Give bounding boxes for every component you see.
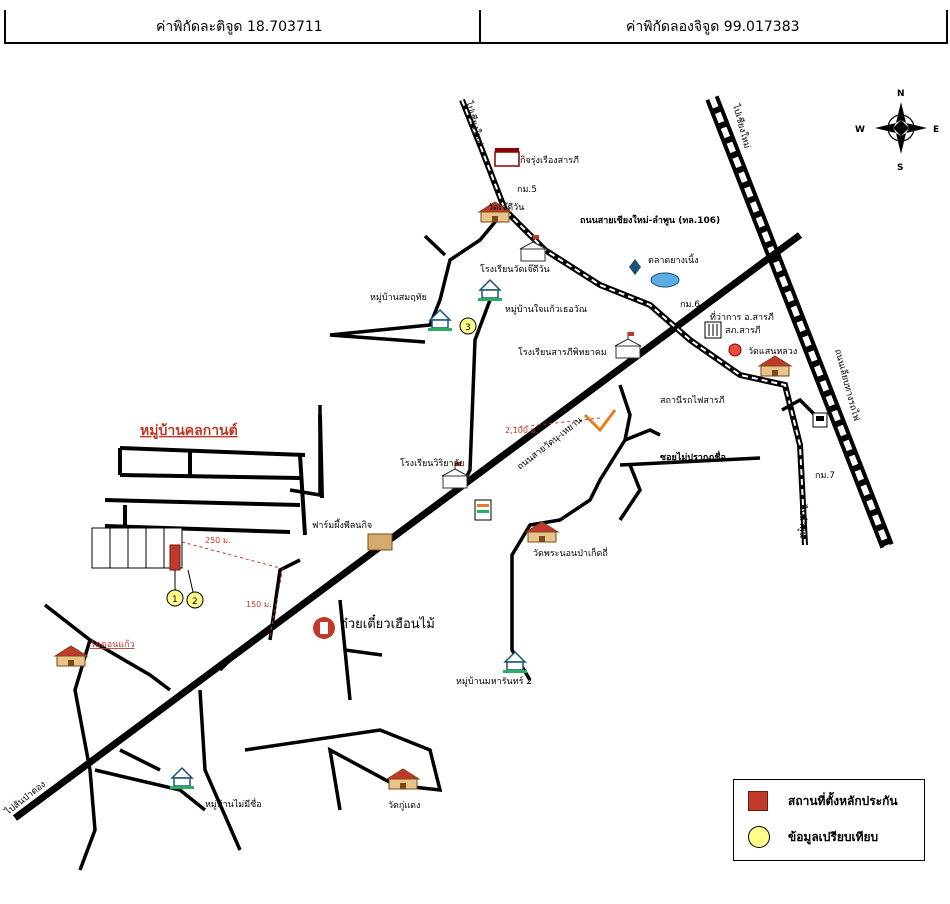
comparison-marker-1: 1 [166, 570, 184, 607]
label-wat-saen: วัดแสนหลวง [748, 347, 797, 357]
house-icon [169, 767, 195, 790]
farm-icon [367, 533, 393, 551]
orange-arrow-icon [583, 409, 617, 433]
label-village-somkid: หมู่บ้านสมฤทัย [370, 292, 427, 303]
label-school-wiri: โรงเรียนวิริยาลัย [400, 458, 464, 469]
label-police: สภ.สารภี [725, 325, 761, 336]
label-soi: ซอยไม่ปรากฏชื่อ [660, 450, 726, 463]
header-divider [479, 10, 481, 42]
label-road-106: ถนนสายเชียงใหม่-ลำพูน (ทล.106) [580, 214, 720, 226]
railway [705, 95, 894, 549]
longitude-value: ค่าพิกัดลองจิจูด 99.017383 [626, 19, 800, 35]
svg-text:1: 1 [172, 595, 178, 605]
label-noodle: ก๋วยเตี๋ยวเฮือนไม้ [340, 614, 435, 632]
legend: สถานที่ตั้งหลักประกัน ข้อมูลเปรียบเทียบ [733, 779, 925, 861]
bank-icon [629, 259, 641, 275]
market-icon [650, 272, 680, 288]
label-wat-koo: วัดกู่แดง [388, 801, 420, 811]
compass-e: E [933, 125, 939, 135]
label-school-saraphi: โรงเรียนสารภีพิทยาคม [518, 347, 607, 358]
temple-icon [758, 355, 792, 377]
convenience-store-icon [474, 499, 492, 521]
label-km5: กม.5 [517, 185, 537, 195]
comparison-marker-2: 2 [186, 569, 204, 609]
label-kitcharoen: กิจรุ่งเรืองสารภี [520, 155, 579, 166]
plot-block [91, 527, 183, 569]
svg-text:2: 2 [192, 597, 198, 607]
label-village-kon: หมู่บ้านคลกานต์ [140, 422, 238, 439]
police-icon [728, 343, 742, 357]
label-district-office: ที่ว่าการ อ.สารภี [710, 310, 774, 323]
comparison-marker-3: 3 [459, 317, 477, 335]
school-icon [614, 331, 642, 359]
label-dist-150: 150 ม. [246, 600, 272, 609]
label-dist-2100: 2,100 ม. [505, 426, 538, 435]
village-grid [104, 414, 324, 536]
house-icon [502, 651, 528, 674]
restaurant-icon [313, 617, 335, 639]
temple-icon [386, 768, 420, 790]
red-square-icon [748, 791, 768, 811]
label-farm: ฟาร์มผึ้งพีลนกิจ [312, 518, 372, 531]
legend-item-collateral: สถานที่ตั้งหลักประกัน [748, 790, 898, 812]
school-icon [519, 234, 547, 262]
label-school-ket: โรงเรียนวัดเจ๊ดีวัน [480, 264, 550, 275]
label-to-cm: ไปเชียงใหม่ [463, 99, 486, 147]
collateral-marker [169, 544, 181, 571]
label-to-lamphun: ไปลำพูน [797, 504, 808, 538]
label-dist-250: 250 ม. [205, 536, 231, 545]
label-wat-don: วัดดอนแก้ว [90, 639, 135, 650]
label-market: ตลาดยางเนิ้ง [648, 253, 699, 266]
svg-text:3: 3 [465, 323, 471, 333]
location-map: N S E W [2, 89, 939, 871]
label-km7: กม.7 [815, 471, 835, 481]
shop-icon [494, 148, 520, 167]
label-village-mahan: หมู่บ้านมหารันทร์ 2 [456, 675, 532, 687]
legend-item-comparison: ข้อมูลเปรียบเทียบ [748, 826, 878, 848]
coordinates-header: ค่าพิกัดละติจูด 18.703711 ค่าพิกัดลองจิจ… [4, 10, 948, 44]
yellow-circle-icon [748, 826, 770, 848]
temple-icon [54, 645, 88, 667]
compass-n: N [897, 89, 905, 99]
latitude-value: ค่าพิกัดละติจูด 18.703711 [156, 19, 323, 35]
compass-rose: N S E W [855, 89, 939, 173]
compass-s: S [897, 163, 903, 173]
government-icon [704, 321, 722, 339]
label-station: สถานีรถไฟสารภี [660, 395, 725, 406]
label-km6: กม.6 [680, 300, 700, 310]
label-wat-phra: วัดพระนอนป่าเก็ดถี่ [533, 546, 608, 559]
main-road [12, 232, 803, 821]
compass-w: W [855, 125, 865, 135]
house-icon [427, 309, 453, 332]
label-village-chai: หมู่บ้านใจแก้วเธอวัณ [505, 304, 587, 315]
house-icon [477, 279, 503, 302]
label-wat-ket: วัดเจ๊ดีวัน [488, 202, 524, 213]
train-station-icon [812, 412, 828, 428]
label-village-nameless: หมู่บ้านไม่มีชื่อ [205, 797, 262, 810]
